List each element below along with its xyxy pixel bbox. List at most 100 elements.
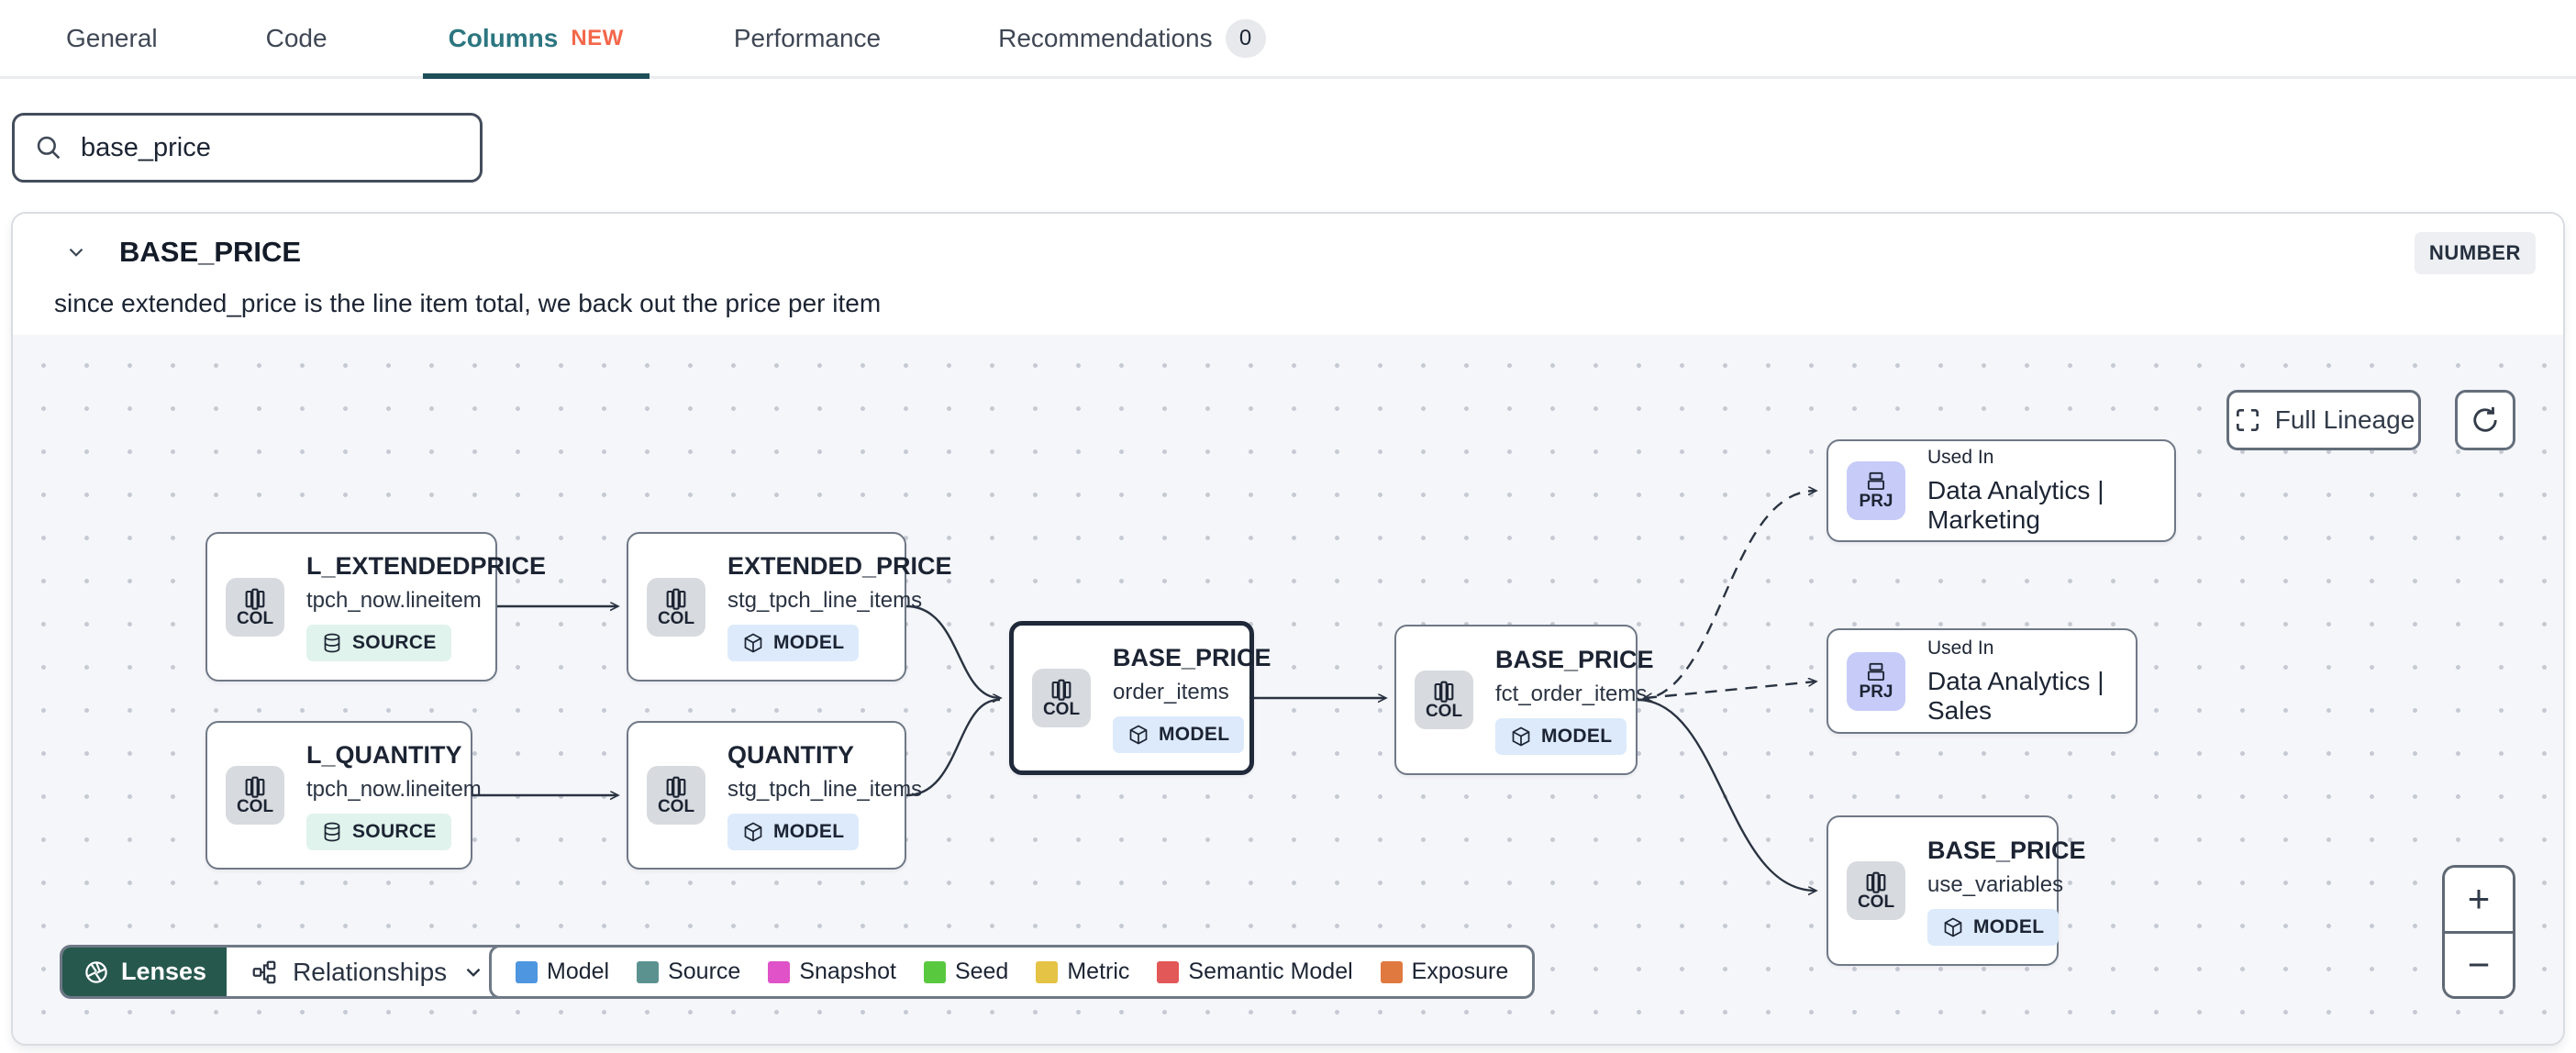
model-swatch: [516, 960, 538, 983]
lenses-label: Lenses: [121, 958, 207, 985]
chip-label: COL: [1042, 700, 1081, 719]
column-chip: COL: [226, 766, 284, 825]
lineage-node-exposure-sales[interactable]: PRJ Used In Data Analytics | Sales: [1827, 628, 2137, 734]
chevron-down-icon: [461, 960, 485, 984]
column-description: since extended_price is the line item to…: [54, 289, 882, 317]
plus-icon: +: [2467, 877, 2491, 921]
lineage-edges: [472, 335, 2563, 1044]
lenses-button[interactable]: Lenses: [62, 948, 228, 996]
resource-badge-model: MODEL: [727, 625, 860, 661]
cube-icon: [1942, 916, 1964, 938]
tab-columns[interactable]: Columns NEW: [422, 0, 650, 79]
resource-badge-source: SOURCE: [306, 813, 451, 850]
node-subtitle: order_items: [1113, 679, 1229, 704]
node-title: L_QUANTITY: [306, 740, 462, 769]
lineage-node-exposure-marketing[interactable]: PRJ Used In Data Analytics | Marketing: [1827, 439, 2176, 542]
resource-badge-model: MODEL: [1113, 715, 1245, 753]
source-swatch: [637, 960, 660, 983]
lenses-toolbar: Lenses Relationships: [60, 945, 513, 999]
columns-icon: [663, 773, 689, 799]
column-chip: COL: [647, 766, 705, 825]
full-lineage-button[interactable]: Full Lineage: [2226, 390, 2421, 450]
badge-label: MODEL: [1541, 725, 1613, 747]
snapshot-swatch: [768, 960, 791, 983]
columns-icon: [1431, 678, 1457, 704]
exposure-swatch: [1380, 960, 1403, 983]
legend-item-semantic-model: Semantic Model: [1157, 959, 1353, 985]
refresh-icon: [2469, 404, 2502, 437]
zoom-in-button[interactable]: +: [2445, 868, 2513, 931]
column-chip: COL: [1415, 671, 1473, 729]
chip-label: COL: [236, 797, 274, 816]
resource-badge-source: SOURCE: [306, 625, 451, 661]
node-subtitle: tpch_now.lineitem: [306, 776, 482, 802]
columns-icon: [242, 585, 268, 611]
column-search[interactable]: [12, 113, 483, 183]
chip-label: COL: [236, 608, 274, 628]
project-icon: [1864, 470, 1888, 493]
chip-label: COL: [1425, 702, 1463, 721]
resource-badge-model: MODEL: [727, 813, 860, 850]
tab-general[interactable]: General: [66, 0, 158, 76]
chip-label: PRJ: [1859, 682, 1893, 702]
badge-label: MODEL: [773, 632, 845, 653]
lineage-node-l-quantity[interactable]: COL L_QUANTITY tpch_now.lineitem SOURCE: [205, 721, 482, 870]
node-subtitle: stg_tpch_line_items: [727, 588, 923, 613]
legend-label: Snapshot: [799, 959, 896, 984]
lineage-node-base-price-use-variables[interactable]: COL BASE_PRICE use_variables MODEL: [1827, 815, 2086, 966]
cube-icon: [1127, 724, 1149, 746]
collapse-chevron-icon[interactable]: [64, 240, 88, 264]
node-title: QUANTITY: [727, 740, 854, 769]
tab-recommendations[interactable]: Recommendations 0: [998, 0, 1266, 76]
badge-label: MODEL: [773, 820, 845, 842]
tab-performance[interactable]: Performance: [734, 0, 881, 76]
zoom-out-button[interactable]: −: [2445, 930, 2513, 996]
cube-icon: [1510, 726, 1532, 748]
legend-item-source: Source: [637, 959, 740, 985]
semantic-model-swatch: [1157, 960, 1180, 983]
column-chip: COL: [1032, 669, 1091, 727]
lineage-node-quantity[interactable]: COL QUANTITY stg_tpch_line_items MODEL: [627, 721, 922, 870]
node-title: BASE_PRICE: [1495, 645, 1654, 673]
legend-label: Semantic Model: [1188, 959, 1353, 984]
node-subtitle: use_variables: [1927, 871, 2064, 897]
column-type-badge: NUMBER: [2414, 232, 2536, 274]
columns-icon: [1049, 676, 1074, 702]
legend-item-exposure: Exposure: [1380, 959, 1508, 985]
resource-badge-model: MODEL: [1927, 908, 2060, 946]
legend-label: Model: [547, 959, 610, 984]
resource-legend: Model Source Snapshot Seed Metric: [489, 945, 1536, 999]
minus-icon: −: [2467, 942, 2491, 986]
column-chip: COL: [647, 577, 705, 637]
legend-item-metric: Metric: [1036, 959, 1129, 985]
tab-bar: General Code Columns NEW Performance Rec…: [0, 0, 2576, 79]
lineage-node-l-extendedprice[interactable]: COL L_EXTENDEDPRICE tpch_now.lineitem SO…: [205, 532, 546, 682]
cube-icon: [742, 632, 764, 654]
legend-item-model: Model: [516, 959, 609, 985]
column-chip: COL: [1847, 861, 1905, 920]
tab-label: General: [66, 23, 158, 52]
legend-label: Source: [668, 959, 741, 984]
tab-code[interactable]: Code: [266, 0, 328, 76]
lineage-node-extended-price[interactable]: COL EXTENDED_PRICE stg_tpch_line_items M…: [627, 532, 952, 682]
chip-label: COL: [1857, 892, 1895, 912]
search-input[interactable]: [81, 132, 461, 163]
resource-badge-model: MODEL: [1495, 717, 1627, 755]
columns-icon: [242, 773, 268, 799]
node-subtitle: stg_tpch_line_items: [727, 776, 923, 802]
legend-item-seed: Seed: [923, 959, 1008, 985]
tab-label: Code: [265, 23, 328, 52]
project-chip: PRJ: [1847, 651, 1905, 711]
node-title: EXTENDED_PRICE: [727, 552, 952, 580]
legend-item-snapshot: Snapshot: [768, 959, 896, 985]
lineage-canvas[interactable]: COL L_EXTENDEDPRICE tpch_now.lineitem SO…: [13, 335, 2563, 1044]
cube-icon: [742, 821, 764, 843]
column-name: BASE_PRICE: [119, 236, 302, 268]
legend-label: Metric: [1067, 959, 1130, 984]
refresh-button[interactable]: [2455, 390, 2515, 450]
lineage-node-base-price-order-items[interactable]: COL BASE_PRICE order_items MODEL: [1009, 621, 1271, 775]
column-panel-header: BASE_PRICE NUMBER since extended_price i…: [13, 214, 2563, 335]
relationships-dropdown[interactable]: Relationships: [227, 948, 510, 996]
lineage-node-base-price-fct-order-items[interactable]: COL BASE_PRICE fct_order_items MODEL: [1394, 625, 1654, 775]
